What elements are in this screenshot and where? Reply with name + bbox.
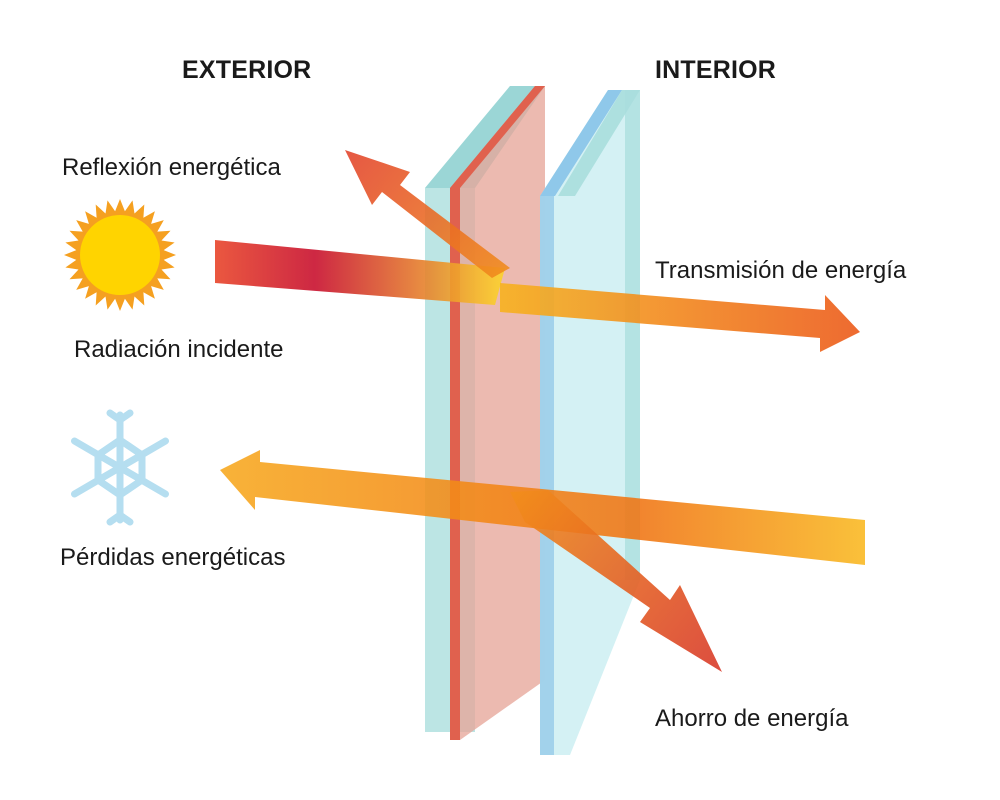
sun-icon <box>64 199 176 311</box>
inner-glass-pane <box>540 90 640 755</box>
interior-label: INTERIOR <box>655 56 777 84</box>
energy-loss-label: Pérdidas energéticas <box>60 544 286 571</box>
incident-radiation-label: Radiación incidente <box>74 336 284 363</box>
energy-transmission-arrow <box>500 283 860 352</box>
coated-glass-pane <box>450 86 545 740</box>
energy-reflection-arrow <box>345 150 510 278</box>
transmission-label: Transmisión de energía <box>655 257 907 284</box>
exterior-label: EXTERIOR <box>182 56 312 84</box>
incident-radiation-arrow <box>215 240 505 305</box>
energy-saving-arrow <box>510 490 722 672</box>
reflection-label: Reflexión energética <box>62 154 281 181</box>
snowflake-icon <box>71 409 169 526</box>
energy-saving-label: Ahorro de energía <box>655 705 849 732</box>
